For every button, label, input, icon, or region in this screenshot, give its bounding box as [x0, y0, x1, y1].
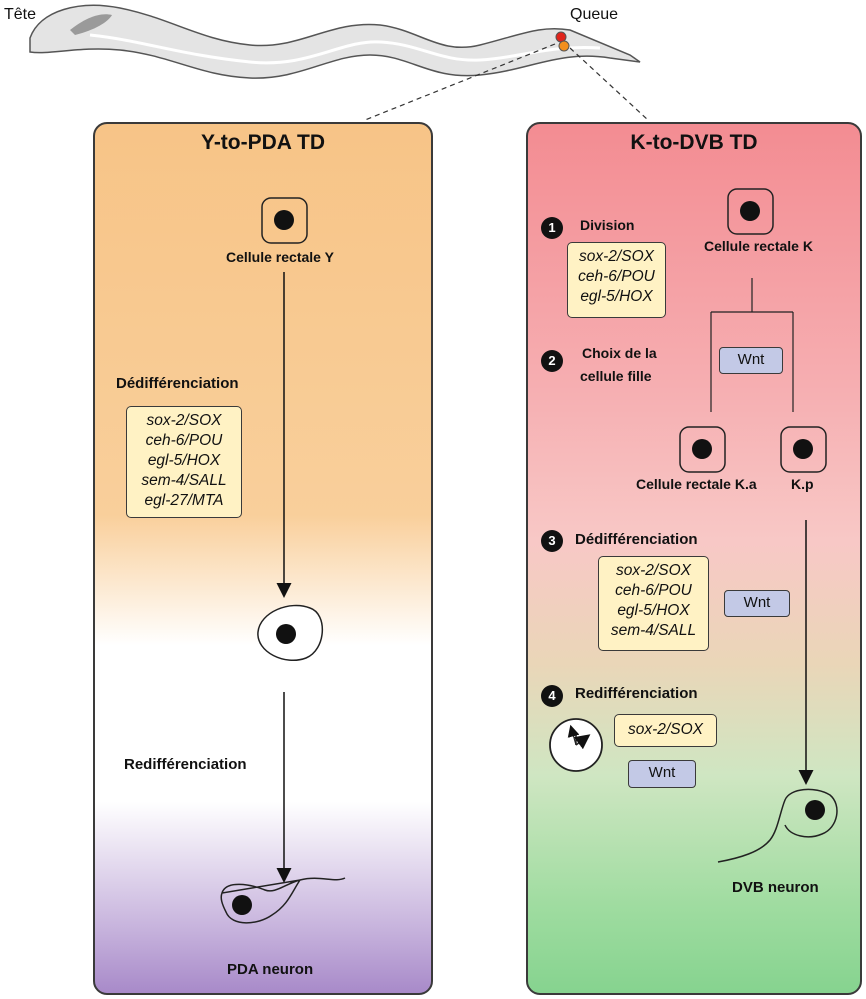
gene: ceh-6/POU — [145, 432, 223, 449]
gene: ceh-6/POU — [615, 582, 692, 599]
gene: sox-2/SOX — [628, 721, 703, 738]
step-4-label: Redifférenciation — [575, 685, 698, 702]
gene: sox-2/SOX — [579, 248, 654, 265]
step-3-label: Dédifférenciation — [575, 531, 698, 548]
wnt-badge-rediff: Wnt — [628, 760, 696, 788]
gene: sox-2/SOX — [616, 562, 691, 579]
step-2-label-line1: Choix de la — [582, 345, 657, 361]
gene: sem-4/SALL — [610, 622, 697, 639]
left-dediff-label: Dédifférenciation — [116, 375, 239, 392]
zoom-line-right — [569, 47, 649, 121]
left-title: Y-to-PDA TD — [200, 131, 326, 154]
step-2-label-line2: cellule fille — [580, 368, 652, 384]
worm-orange-cell — [558, 40, 570, 52]
pda-neuron-label: PDA neuron — [227, 961, 314, 978]
zoom-line-left — [364, 43, 556, 121]
gene: sem-4/SALL — [141, 472, 227, 489]
gene: ceh-6/POU — [578, 268, 655, 285]
wnt-badge-choice: Wnt — [719, 347, 783, 374]
gene: egl-5/HOX — [580, 288, 653, 305]
tail-label: Queue — [570, 6, 619, 23]
step-1-badge: 1 — [541, 217, 563, 239]
gene: egl-5/HOX — [617, 602, 690, 619]
gene: egl-27/MTA — [144, 492, 224, 509]
step-3-badge: 3 — [541, 530, 563, 552]
dediff-gene-box: sox-2/SOX ceh-6/POU egl-5/HOX sem-4/SALL — [598, 556, 709, 651]
worm-gut-line — [89, 33, 601, 65]
wnt-badge-dediff: Wnt — [724, 590, 790, 617]
step-4-badge: 4 — [541, 685, 563, 707]
division-gene-box: sox-2/SOX ceh-6/POU egl-5/HOX — [567, 242, 666, 318]
head-label: Tête — [4, 6, 37, 23]
step-1-label: Division — [580, 217, 635, 233]
worm-body — [29, 4, 641, 79]
gene: sox-2/SOX — [146, 412, 222, 429]
worm-red-cell — [555, 31, 567, 43]
cell-y-label: Cellule rectale Y — [226, 249, 334, 265]
step-2-badge: 2 — [541, 350, 563, 372]
dvb-neuron-label: DVB neuron — [732, 879, 819, 896]
gene: egl-5/HOX — [147, 452, 221, 469]
rediff-gene-box: sox-2/SOX — [614, 714, 717, 747]
left-gene-box: sox-2/SOX ceh-6/POU egl-5/HOX sem-4/SALL… — [126, 406, 242, 518]
cell-kp-label: K.p — [791, 476, 814, 492]
worm-pharynx — [70, 14, 112, 36]
cell-k-label: Cellule rectale K — [704, 238, 813, 254]
cell-ka-label: Cellule rectale K.a — [636, 476, 757, 492]
left-rediff-label: Redifférenciation — [124, 756, 247, 773]
panel-y-to-pda — [93, 122, 433, 995]
right-title: K-to-DVB TD — [630, 131, 758, 154]
